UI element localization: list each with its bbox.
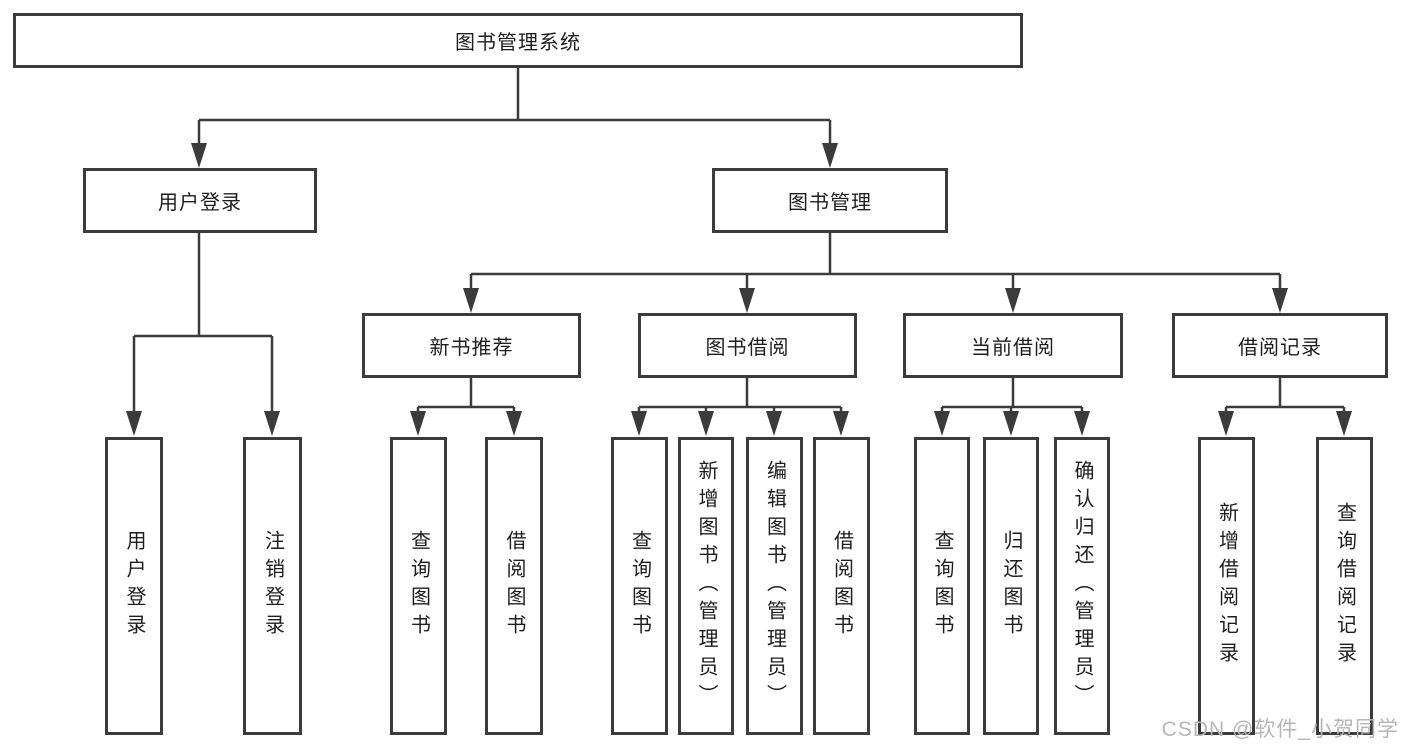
branch-borrow-records: [1224, 378, 1346, 412]
leaf-borrow-books: 借阅图书: [813, 437, 870, 735]
leaf-query-books-current: 查询图书: [914, 437, 970, 735]
arrowhead: [1336, 411, 1352, 436]
arrowhead: [766, 411, 782, 436]
node-current-borrow: 当前借阅: [903, 313, 1123, 378]
leaf-return-books-label: 归还图书: [1000, 530, 1022, 642]
node-current-borrow-label: 当前借阅: [971, 337, 1055, 359]
leaf-confirm-return-admin: 确认归还（管理员）: [1054, 437, 1110, 735]
leaf-add-books-admin-label: 新增图书（管理员）: [695, 460, 717, 712]
arrowhead: [463, 288, 479, 313]
node-book-borrow-label: 图书借阅: [705, 337, 790, 359]
leaf-edit-books-admin-label: 编辑图书（管理员）: [763, 460, 786, 712]
leaf-add-books-admin: 新增图书（管理员）: [678, 437, 734, 735]
node-library-system: 图书管理系统: [13, 13, 1023, 68]
branch-book-management: [469, 233, 1282, 289]
leaf-query-books-recommend: 查询图书: [390, 437, 447, 735]
branch-new-book-recommend: [416, 378, 516, 412]
leaf-query-borrow-record-label: 查询借阅记录: [1333, 502, 1356, 670]
node-user-login-label: 用户登录: [158, 192, 242, 214]
node-borrow-records-label: 借阅记录: [1238, 337, 1322, 359]
leaf-logout: 注销登录: [243, 437, 302, 735]
leaf-query-books-borrow-label: 查询图书: [628, 530, 651, 642]
leaf-add-borrow-record: 新增借阅记录: [1198, 437, 1255, 735]
arrowhead: [1003, 411, 1019, 436]
leaf-user-login: 用户登录: [105, 437, 163, 735]
branch-current-borrow: [940, 378, 1084, 412]
node-borrow-records: 借阅记录: [1172, 313, 1388, 378]
arrowhead: [1218, 411, 1234, 436]
leaf-return-books: 归还图书: [983, 437, 1039, 735]
arrowhead: [822, 143, 838, 168]
node-book-management: 图书管理: [712, 168, 948, 233]
leaf-query-books-borrow: 查询图书: [611, 437, 668, 735]
arrowhead: [833, 411, 849, 436]
branch-root: [197, 68, 832, 144]
arrowhead: [631, 411, 647, 436]
leaf-borrow-books-recommend: 借阅图书: [485, 437, 543, 735]
leaf-borrow-books-label: 借阅图书: [830, 530, 853, 642]
leaf-query-books-current-label: 查询图书: [931, 530, 953, 642]
leaf-add-borrow-record-label: 新增借阅记录: [1215, 502, 1238, 670]
leaf-borrow-books-recommend-label: 借阅图书: [503, 530, 525, 642]
arrowhead: [1272, 288, 1288, 313]
node-library-system-label: 图书管理系统: [455, 32, 581, 54]
node-new-book-recommend-label: 新书推荐: [429, 337, 514, 359]
leaf-user-login-label: 用户登录: [123, 530, 145, 642]
node-book-borrow: 图书借阅: [638, 313, 857, 378]
node-new-book-recommend: 新书推荐: [362, 313, 581, 378]
branch-book-borrow: [637, 378, 843, 412]
leaf-query-books-recommend-label: 查询图书: [407, 530, 430, 642]
arrowhead: [698, 411, 714, 436]
leaf-logout-label: 注销登录: [261, 530, 284, 642]
node-user-login: 用户登录: [83, 168, 317, 233]
arrowhead: [1005, 288, 1021, 313]
leaf-edit-books-admin: 编辑图书（管理员）: [746, 437, 803, 735]
leaf-confirm-return-admin-label: 确认归还（管理员）: [1071, 460, 1093, 712]
arrowhead: [934, 411, 950, 436]
arrowhead: [191, 143, 207, 168]
arrowhead: [739, 288, 755, 313]
branch-user-login: [132, 233, 274, 412]
arrowhead: [264, 411, 280, 436]
arrowhead: [1074, 411, 1090, 436]
arrowhead: [410, 411, 426, 436]
arrowhead: [506, 411, 522, 436]
watermark: CSDN @软件_小贺同学: [1161, 718, 1399, 741]
arrowhead: [126, 411, 142, 436]
node-book-management-label: 图书管理: [788, 192, 872, 214]
leaf-query-borrow-record: 查询借阅记录: [1316, 437, 1373, 735]
